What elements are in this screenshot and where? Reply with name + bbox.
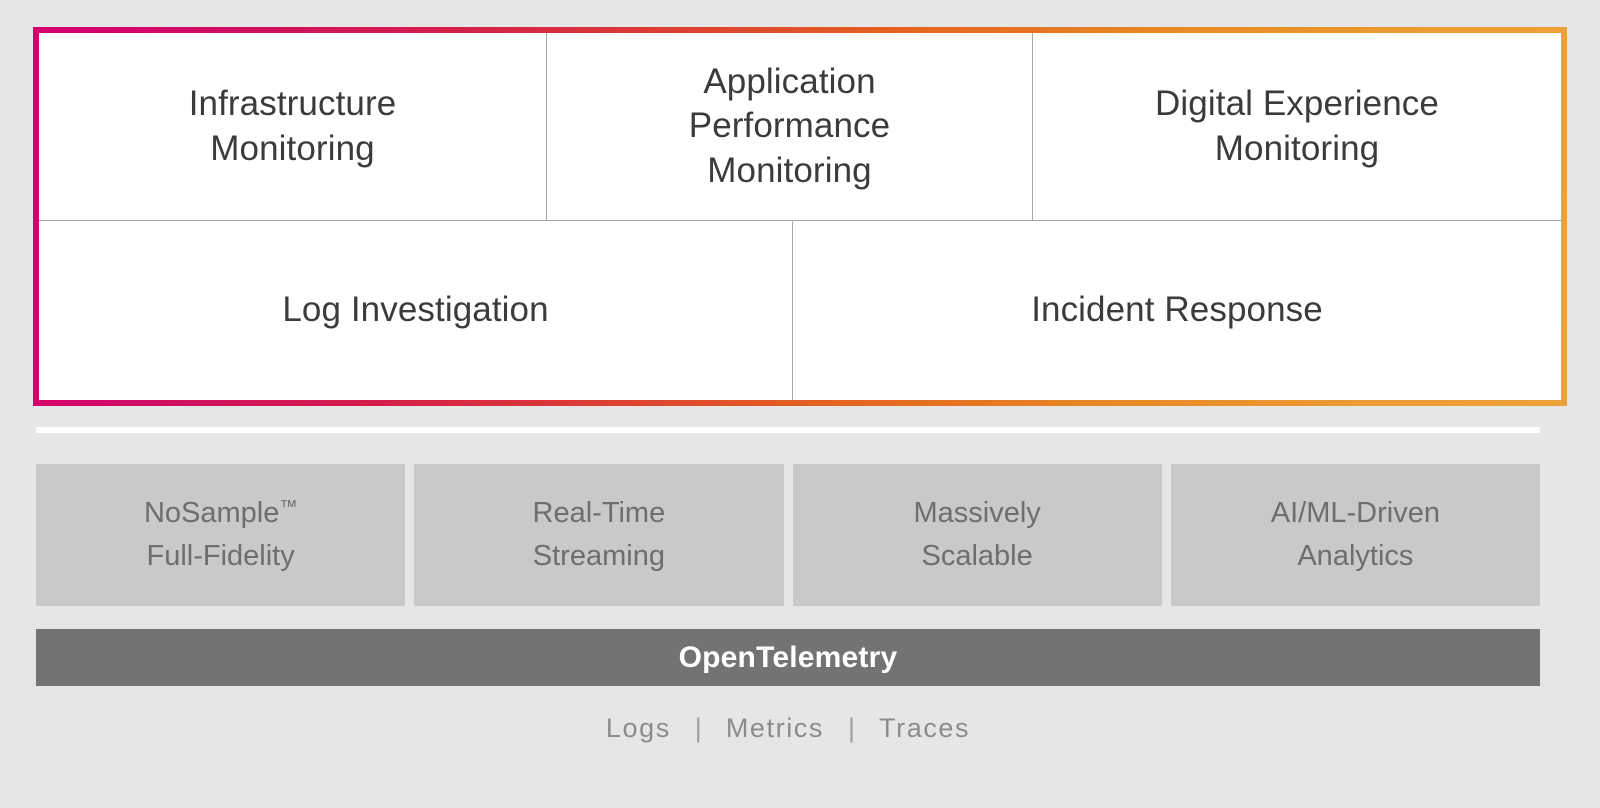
use-case-cell-incident-response[interactable]: Incident Response: [792, 221, 1561, 400]
capability-label-line2: Full-Fidelity: [146, 540, 295, 572]
use-case-cell-application-performance-monitoring[interactable]: Application Performance Monitoring: [546, 33, 1032, 221]
capability-label-line2: Scalable: [921, 540, 1033, 572]
foundation-bar-label: OpenTelemetry: [678, 640, 898, 674]
signal-separator: |: [694, 712, 702, 743]
use-case-label: Digital Experience Monitoring: [1155, 83, 1439, 168]
use-case-row-bottom: Log Investigation Incident Response: [39, 220, 1561, 400]
capability-label-line1: Real-Time: [532, 497, 666, 530]
telemetry-signals-row: Logs | Metrics | Traces: [36, 700, 1540, 756]
use-case-label: Log Investigation: [282, 290, 549, 330]
signal-traces: Traces: [879, 712, 971, 743]
capability-label-line1: AI/ML-Driven: [1270, 497, 1440, 530]
trademark-icon: ™: [279, 496, 298, 517]
use-case-panel-inner: Infrastructure Monitoring Application Pe…: [39, 33, 1561, 400]
capability-label: NoSample™ Full-Fidelity: [144, 492, 297, 578]
use-case-label: Application Performance Monitoring: [688, 61, 891, 191]
foundation-bar-opentelemetry[interactable]: OpenTelemetry: [36, 629, 1540, 686]
use-case-label: Infrastructure Monitoring: [188, 83, 397, 168]
capability-label-line2: Streaming: [532, 540, 665, 572]
use-case-panel: Infrastructure Monitoring Application Pe…: [33, 27, 1567, 406]
use-case-cell-digital-experience-monitoring[interactable]: Digital Experience Monitoring: [1032, 33, 1561, 221]
signal-separator: |: [848, 712, 856, 743]
use-case-cell-infrastructure-monitoring[interactable]: Infrastructure Monitoring: [39, 33, 546, 220]
signal-metrics: Metrics: [725, 712, 825, 743]
capability-label-line1: NoSample: [143, 497, 280, 530]
signal-logs: Logs: [605, 712, 671, 743]
use-case-row-top: Infrastructure Monitoring Application Pe…: [39, 33, 1561, 221]
capability-label-line2: Analytics: [1297, 540, 1414, 572]
capability-label-line1: Massively: [913, 497, 1041, 530]
section-divider: [36, 427, 1540, 433]
use-case-cell-log-investigation[interactable]: Log Investigation: [39, 221, 792, 400]
use-case-label: Incident Response: [1031, 290, 1323, 330]
capability-box-nosample-full-fidelity[interactable]: NoSample™ Full-Fidelity: [36, 464, 406, 606]
